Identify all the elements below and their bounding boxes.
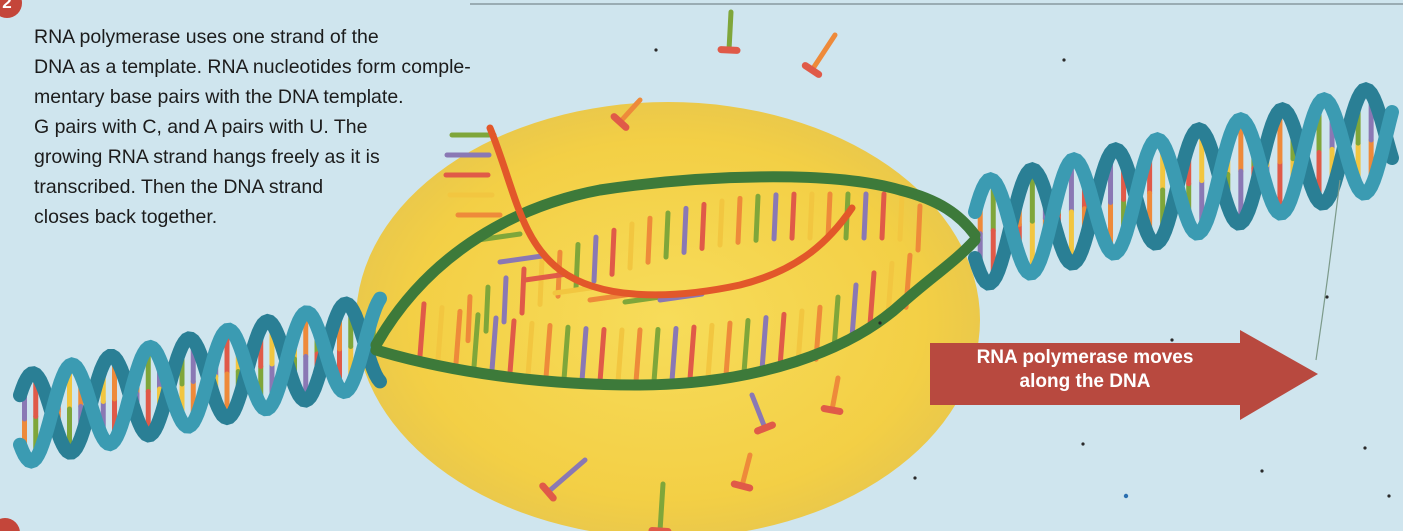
coding-strand-base <box>612 230 614 274</box>
coding-strand-base <box>468 297 470 341</box>
arrow-label-line2: along the DNA <box>940 370 1230 394</box>
coding-strand-base <box>792 194 794 238</box>
coding-strand-base <box>666 213 668 257</box>
caption-line: DNA as a template. RNA nucleotides form … <box>34 52 594 82</box>
arrow-label-line1: RNA polymerase moves <box>940 346 1230 370</box>
caption: RNA polymerase uses one strand of the DN… <box>34 22 594 232</box>
coding-strand-base <box>738 198 740 242</box>
free-nucleotide-cap <box>824 409 840 412</box>
coding-strand-base <box>702 204 704 248</box>
arrow-label: RNA polymerase moves along the DNA <box>940 346 1230 394</box>
free-nucleotide-stem <box>660 484 663 531</box>
coding-strand-base <box>882 194 884 238</box>
coding-strand-base <box>900 195 902 239</box>
coding-strand-base <box>594 237 596 281</box>
coding-strand-base <box>720 201 722 245</box>
coding-strand-base <box>756 196 758 240</box>
coding-strand-base <box>684 208 686 252</box>
coding-strand-base <box>630 224 632 268</box>
caption-line: transcribed. Then the DNA strand <box>34 172 594 202</box>
coding-strand-base <box>918 206 920 250</box>
caption-line: RNA polymerase uses one strand of the <box>34 22 594 52</box>
step-number: 2 <box>2 0 11 12</box>
caption-line: mentary base pairs with the DNA template… <box>34 82 594 112</box>
caption-line: closes back together. <box>34 202 594 232</box>
coding-strand-base <box>504 278 506 322</box>
caption-line: growing RNA strand hangs freely as it is <box>34 142 594 172</box>
free-nucleotide-cap <box>721 50 737 51</box>
caption-line: G pairs with C, and A pairs with U. The <box>34 112 594 142</box>
coding-strand-base <box>774 195 776 239</box>
coding-strand-base <box>810 194 812 238</box>
coding-strand-base <box>522 269 524 313</box>
coding-strand-base <box>648 218 650 262</box>
free-nucleotide-stem <box>729 12 731 50</box>
coding-strand-base <box>540 260 542 304</box>
coding-strand-base <box>486 287 488 331</box>
free-nucleotide-cap <box>734 484 749 488</box>
coding-strand-base <box>864 194 866 238</box>
